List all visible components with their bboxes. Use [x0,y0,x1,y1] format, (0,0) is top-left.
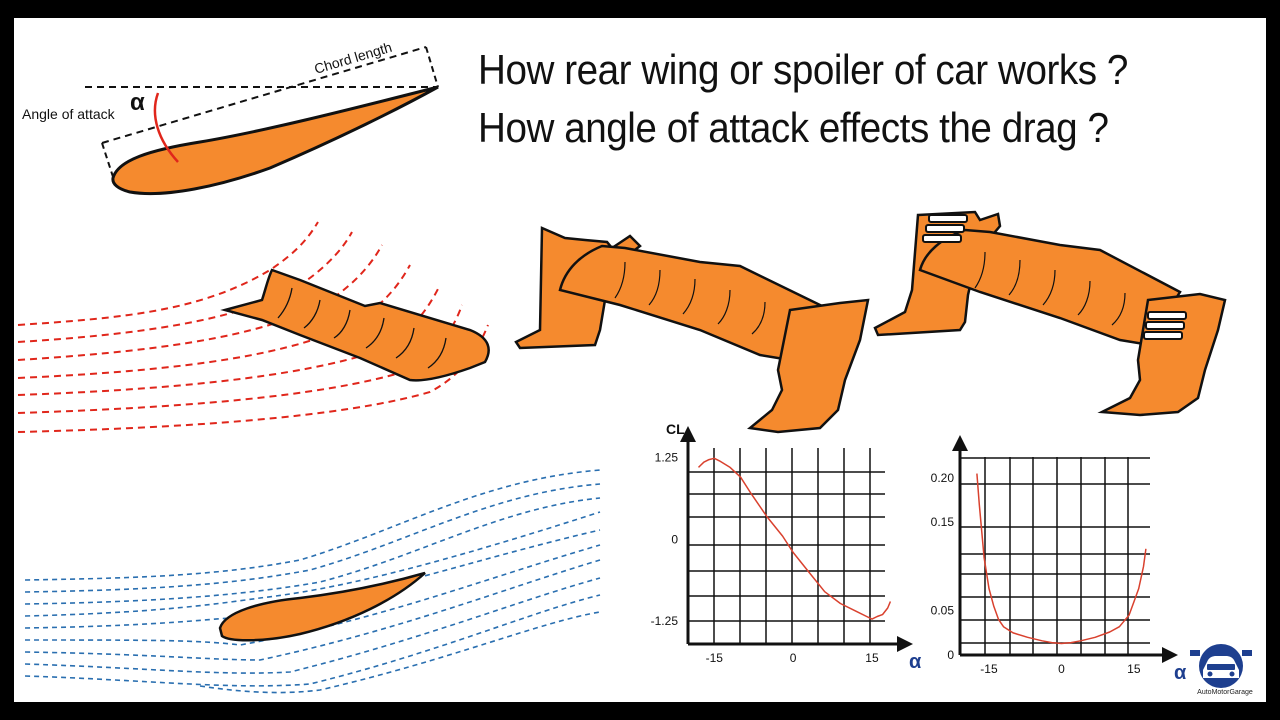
tilted-wing-shape [220,268,490,382]
blue-streamline [24,511,601,617]
cd-y-tick-label: 0 [947,648,954,662]
slot-bars-right [1143,311,1187,340]
alpha-symbol: α [130,89,145,116]
title-line-1: How rear wing or spoiler of car works ? [478,46,1128,93]
slot-bars-left [922,214,968,243]
red-streamline [17,264,411,379]
cd-y-axis-arrow [952,435,968,451]
drag-coefficient-chart: -15 0 15 0.20 0.15 0.05 0 α [931,435,1187,684]
cd-y-tick-label: 0.20 [931,471,955,485]
cl-x-axis-arrow [897,636,913,652]
spoiler-right-endplate [747,298,870,434]
tilted-wing-panel [220,268,490,382]
spoiler-slotted [873,210,1227,417]
cl-x-tick-label: 0 [790,651,797,665]
blue-streamline [24,497,601,605]
cl-y-tick-label: -1.25 [651,614,679,628]
chord-end-tick-right [425,46,439,88]
cl-y-tick-label: 1.25 [655,451,679,465]
cd-x-axis-label: α [1174,662,1187,684]
blue-streamline [24,577,601,674]
spoiler-ribs [614,261,766,335]
lift-coefficient-chart: -15 0 15 1.25 0 -1.25 CL α [651,421,922,673]
cd-x-tick-label: 15 [1127,662,1141,676]
blue-streamline [24,469,601,581]
cd-y-tick-label: 0.15 [931,515,955,529]
blue-streamline [24,594,601,687]
cl-y-axis-arrow [680,426,696,442]
blue-streamline [24,559,601,661]
cd-curve [976,473,1147,645]
brand-logo [1190,644,1252,688]
angle-of-attack-label: Angle of attack [22,106,116,122]
spoiler-plain [514,226,870,434]
cd-y-tick-label: 0.05 [931,604,955,618]
red-streamline [17,324,489,433]
angle-arc [153,92,179,163]
cl-x-tick-label: 15 [865,651,879,665]
cl-y-tick-label: 0 [671,532,678,546]
red-streamline [17,284,441,396]
cl-x-axis-label: α [909,651,922,673]
blue-streamline [24,483,601,593]
cd-x-axis-arrow [1162,647,1178,663]
airfoil-shape [111,85,439,196]
red-streamline [17,221,319,326]
title-line-2: How angle of attack effects the drag ? [478,104,1109,151]
brand-name: AutoMotorGarage [1197,689,1253,696]
slotted-right-endplate [1097,292,1227,417]
chord-dimension-line [101,46,427,144]
cl-y-axis-label: CL [666,421,685,437]
wing-ribs [277,287,447,369]
blue-airfoil-shape [218,571,426,642]
cd-x-tick-label: 0 [1058,662,1065,676]
cd-x-tick-label: -15 [980,662,998,676]
blue-streamline [199,611,601,694]
slotted-ribs [974,251,1126,326]
cl-x-tick-label: -15 [706,651,724,665]
